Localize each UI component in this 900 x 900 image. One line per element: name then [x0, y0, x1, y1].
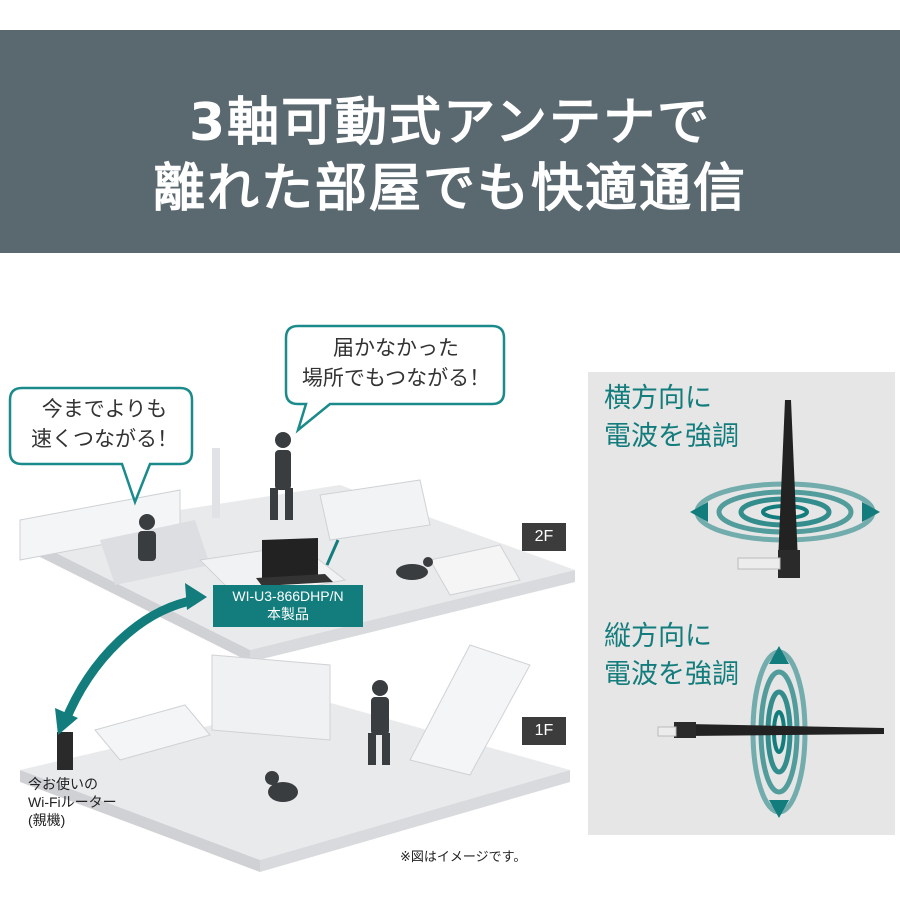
router-line-3: (親機): [28, 812, 66, 828]
bubble-left-line-2: 速くつながる！: [31, 427, 178, 451]
product-caption: 本製品: [267, 606, 309, 622]
router-label: 今お使いの Wi-Fiルーター (親機): [28, 775, 117, 829]
headline-line-1: 3軸可動式アンテナで: [188, 93, 712, 153]
bubble-left-line-1: 今までよりも: [41, 397, 168, 421]
horizontal-wave-antenna: [657, 400, 884, 818]
router-line-2: Wi-Fiルーター: [28, 794, 117, 810]
headline-line-2: 離れた部屋でも快適通信: [152, 159, 747, 219]
horizontal-caption: 横方向に 電波を強調: [604, 380, 739, 456]
router-line-1: 今お使いの: [28, 776, 98, 792]
bubble-left: 今までよりも 速くつながる！: [22, 394, 187, 454]
horizontal-caption-line-1: 横方向に: [604, 383, 712, 414]
floor-tag-1f: 1F: [522, 717, 566, 745]
product-label: WI-U3-866DHP/N 本製品: [213, 585, 363, 627]
bubble-right: 届かなかった 場所でもつながる！: [292, 333, 500, 393]
product-model: WI-U3-866DHP/N: [232, 588, 344, 604]
floor-tag-2f: 2F: [522, 523, 566, 551]
vertical-caption: 縦方向に 電波を強調: [604, 618, 739, 694]
horizontal-caption-line-2: 電波を強調: [604, 421, 739, 452]
house-illustration: [8, 324, 575, 872]
vertical-caption-line-1: 縦方向に: [604, 621, 712, 652]
vertical-caption-line-2: 電波を強調: [604, 659, 739, 690]
image-note: ※図はイメージです。: [400, 850, 527, 865]
bubble-right-line-2: 場所でもつながる！: [301, 366, 491, 390]
header-banner: 3軸可動式アンテナで 離れた部屋でも快適通信: [0, 30, 900, 253]
antenna-panel: 横方向に 電波を強調 縦方向に 電波を強調: [588, 372, 895, 835]
bubble-right-line-1: 届かなかった: [333, 336, 459, 360]
